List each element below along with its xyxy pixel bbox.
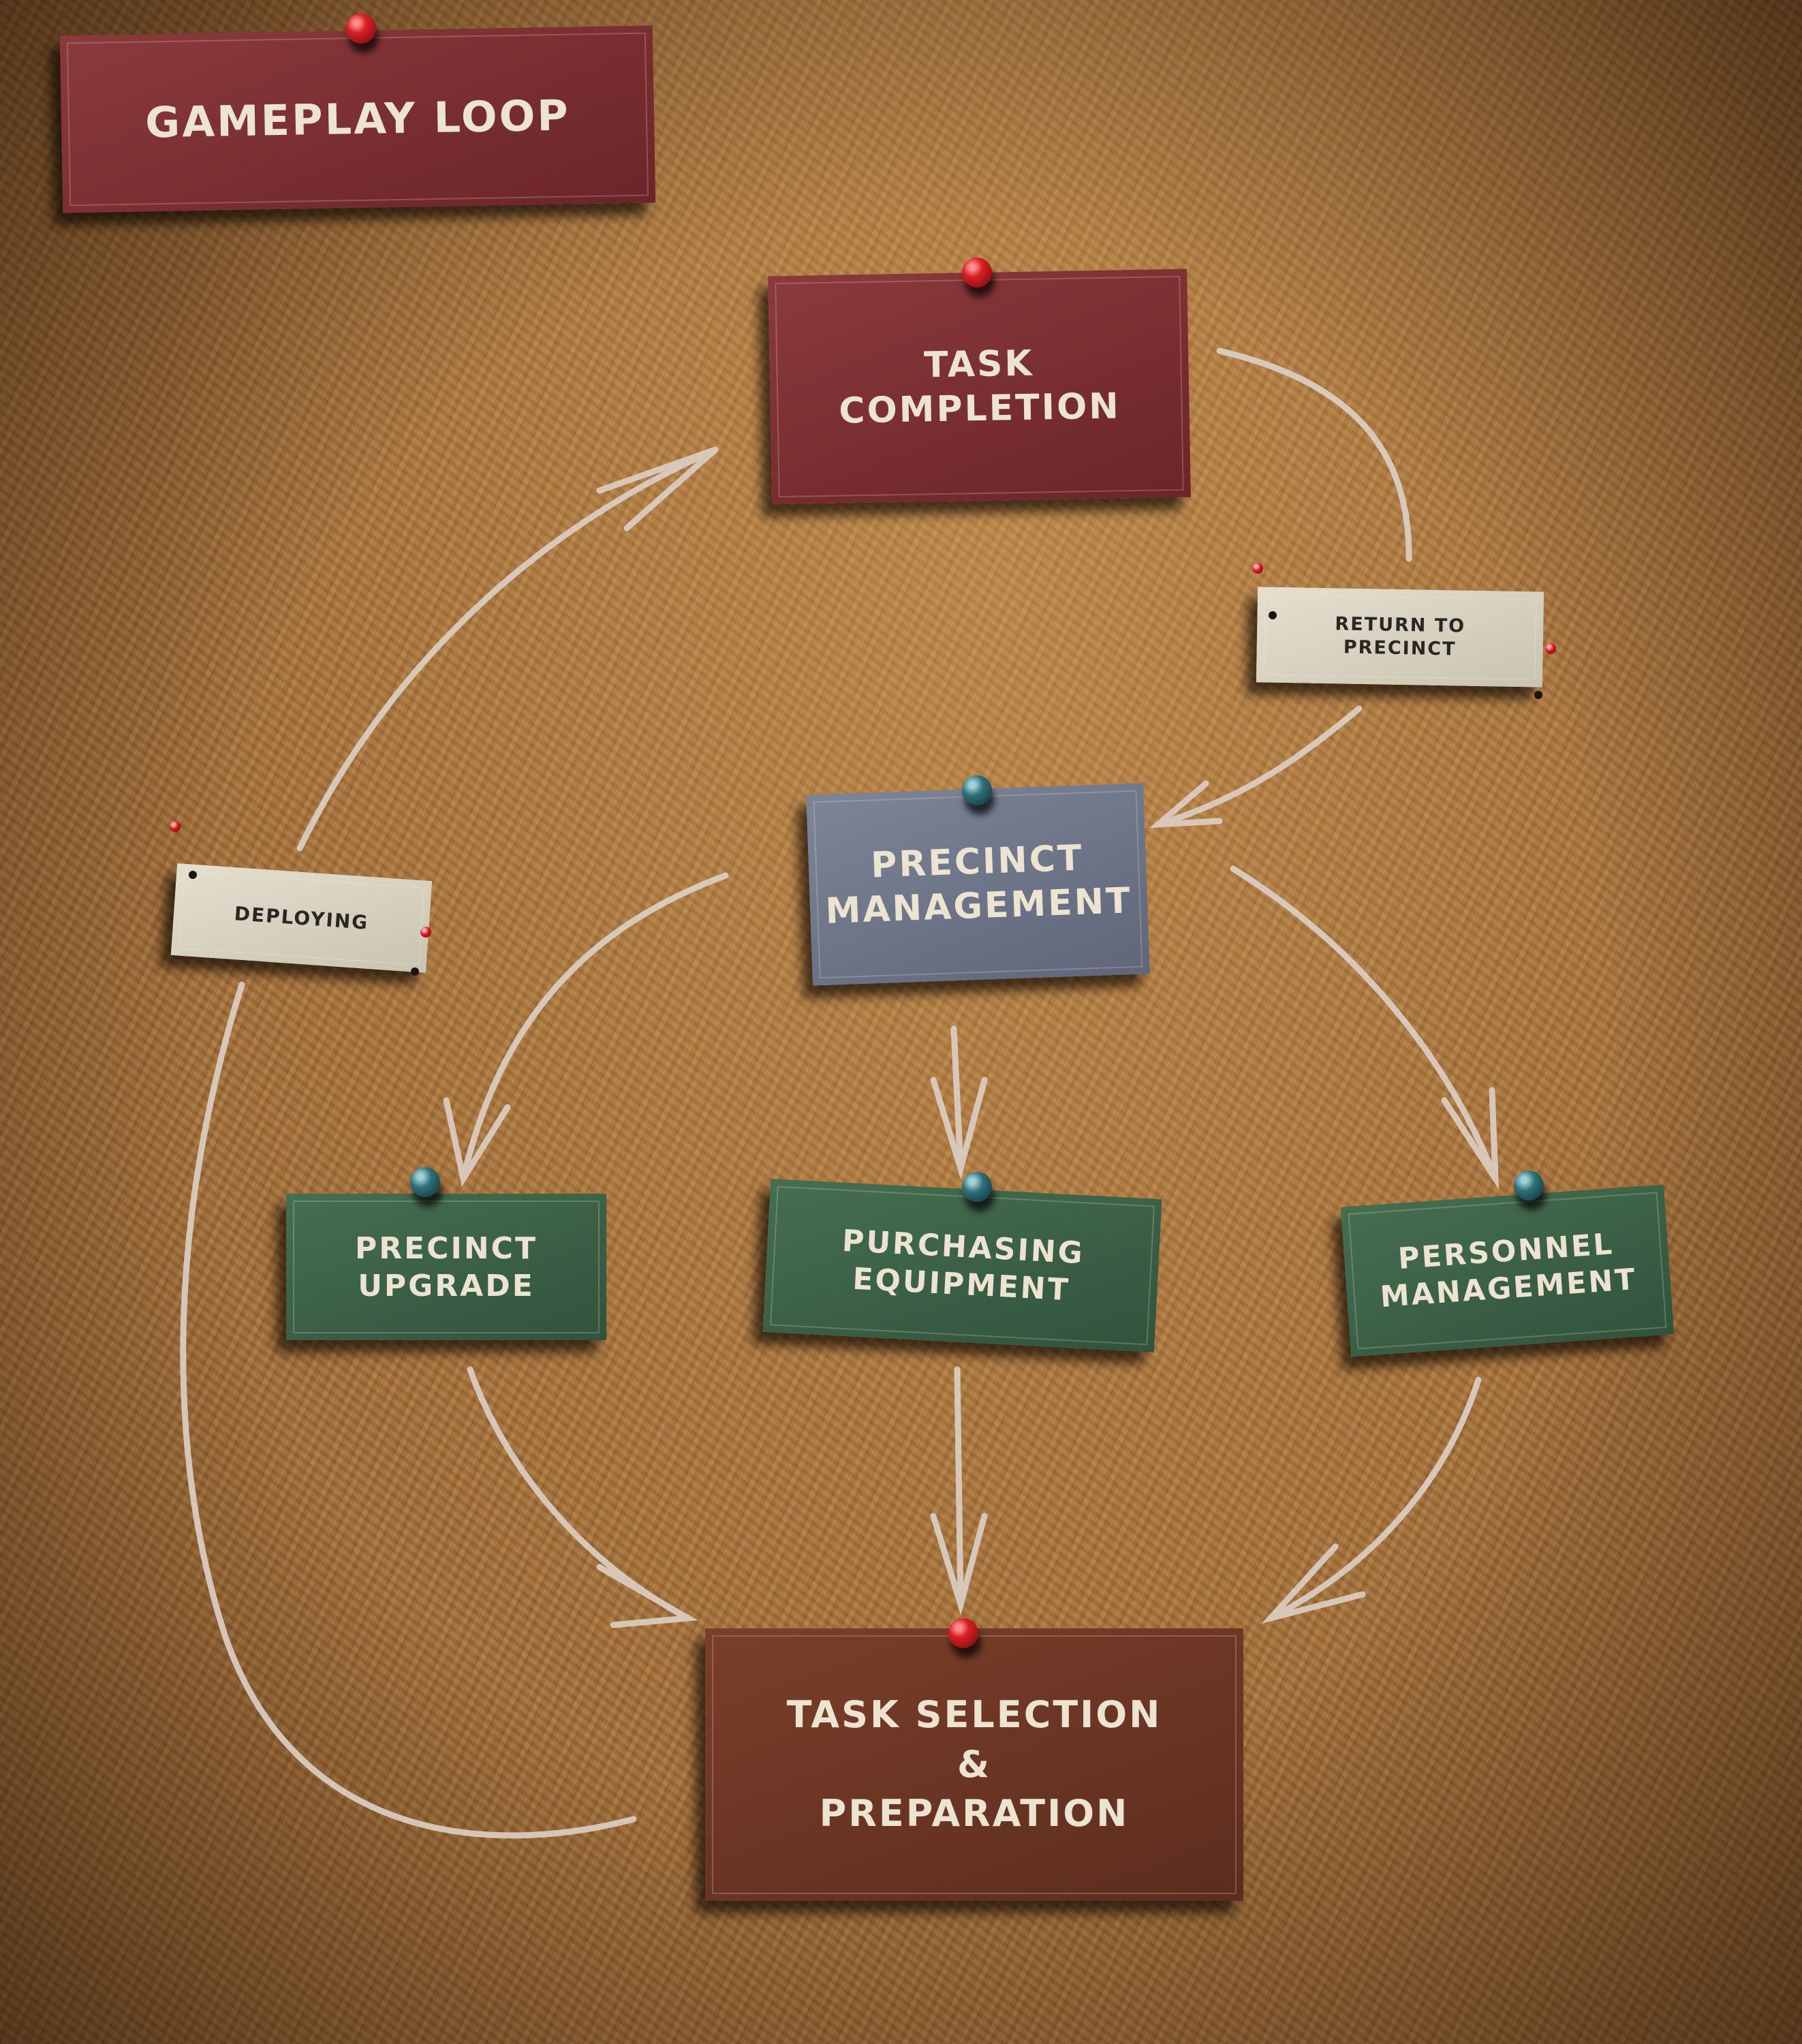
red-pushpin-icon — [962, 258, 992, 288]
red-tack-icon — [1545, 643, 1556, 654]
node-personnel-management: PERSONNEL MANAGEMENT — [1340, 1184, 1675, 1357]
arrowhead-upgrade-in — [443, 1097, 511, 1187]
red-tack-icon — [170, 821, 181, 832]
node-precinct-management: PRECINCT MANAGEMENT — [806, 783, 1150, 986]
arrow-completion-to-return — [1216, 347, 1412, 562]
arrowhead-selection-right-in — [1261, 1543, 1366, 1624]
red-pushpin-icon — [346, 14, 376, 44]
arrow-return-to-management — [1155, 705, 1363, 828]
edge-label-return-to-precinct: RETURN TO PRECINCT — [1256, 587, 1544, 687]
edge-label-deploying: DEPLOYING — [170, 863, 433, 973]
node-precinct-upgrade: PRECINCT UPGRADE — [286, 1194, 606, 1340]
arrowhead-equipment-in — [930, 1077, 988, 1180]
arrow-management-to-personnel — [1230, 865, 1499, 1182]
title-card: GAMEPLAY LOOP — [59, 25, 656, 213]
teal-pushpin-icon — [962, 1172, 992, 1202]
teal-pushpin-icon — [1514, 1171, 1544, 1201]
node-task-completion: TASK COMPLETION — [768, 268, 1191, 505]
arrowhead-management-in — [1149, 780, 1223, 829]
arrowhead-personnel-in — [1441, 1087, 1500, 1190]
node-precinct-management-label: PRECINCT MANAGEMENT — [824, 837, 1133, 932]
red-tack-icon — [420, 927, 431, 938]
node-purchasing-equipment: PURCHASING EQUIPMENT — [762, 1179, 1162, 1352]
node-task-selection-preparation: TASK SELECTION & PREPARATION — [705, 1628, 1243, 1901]
arrow-management-to-upgrade — [460, 872, 729, 1182]
page-title: GAMEPLAY LOOP — [144, 90, 571, 148]
node-task-completion-label: TASK COMPLETION — [838, 343, 1121, 432]
arrowhead-completion-in — [596, 446, 717, 531]
node-purchasing-equipment-label: PURCHASING EQUIPMENT — [841, 1223, 1086, 1307]
tack-hole-icon — [189, 871, 197, 879]
tack-hole-icon — [411, 967, 419, 976]
arrow-upgrade-to-selection — [467, 1366, 692, 1622]
node-precinct-upgrade-label: PRECINCT UPGRADE — [355, 1230, 538, 1303]
return-to-precinct-text: RETURN TO PRECINCT — [1335, 613, 1466, 660]
arrowhead-selection-left-in — [596, 1564, 698, 1628]
arrow-deploying-to-completion — [296, 446, 719, 852]
deploying-text: DEPLOYING — [233, 902, 370, 934]
arrow-selection-to-deploying — [180, 981, 637, 1839]
teal-pushpin-icon — [410, 1167, 440, 1197]
arrowhead-selection-mid-in — [930, 1513, 988, 1616]
node-task-selection-label: TASK SELECTION & PREPARATION — [786, 1692, 1162, 1836]
arrow-equipment-to-selection — [954, 1366, 964, 1608]
tack-hole-icon — [1534, 691, 1542, 699]
node-personnel-management-label: PERSONNEL MANAGEMENT — [1379, 1227, 1638, 1315]
red-tack-icon — [1252, 563, 1263, 574]
arrow-personnel-to-selection — [1267, 1376, 1482, 1622]
tack-hole-icon — [1269, 611, 1277, 619]
teal-pushpin-icon — [962, 775, 992, 805]
red-pushpin-icon — [948, 1618, 978, 1648]
arrow-management-to-equipment — [950, 1025, 964, 1172]
